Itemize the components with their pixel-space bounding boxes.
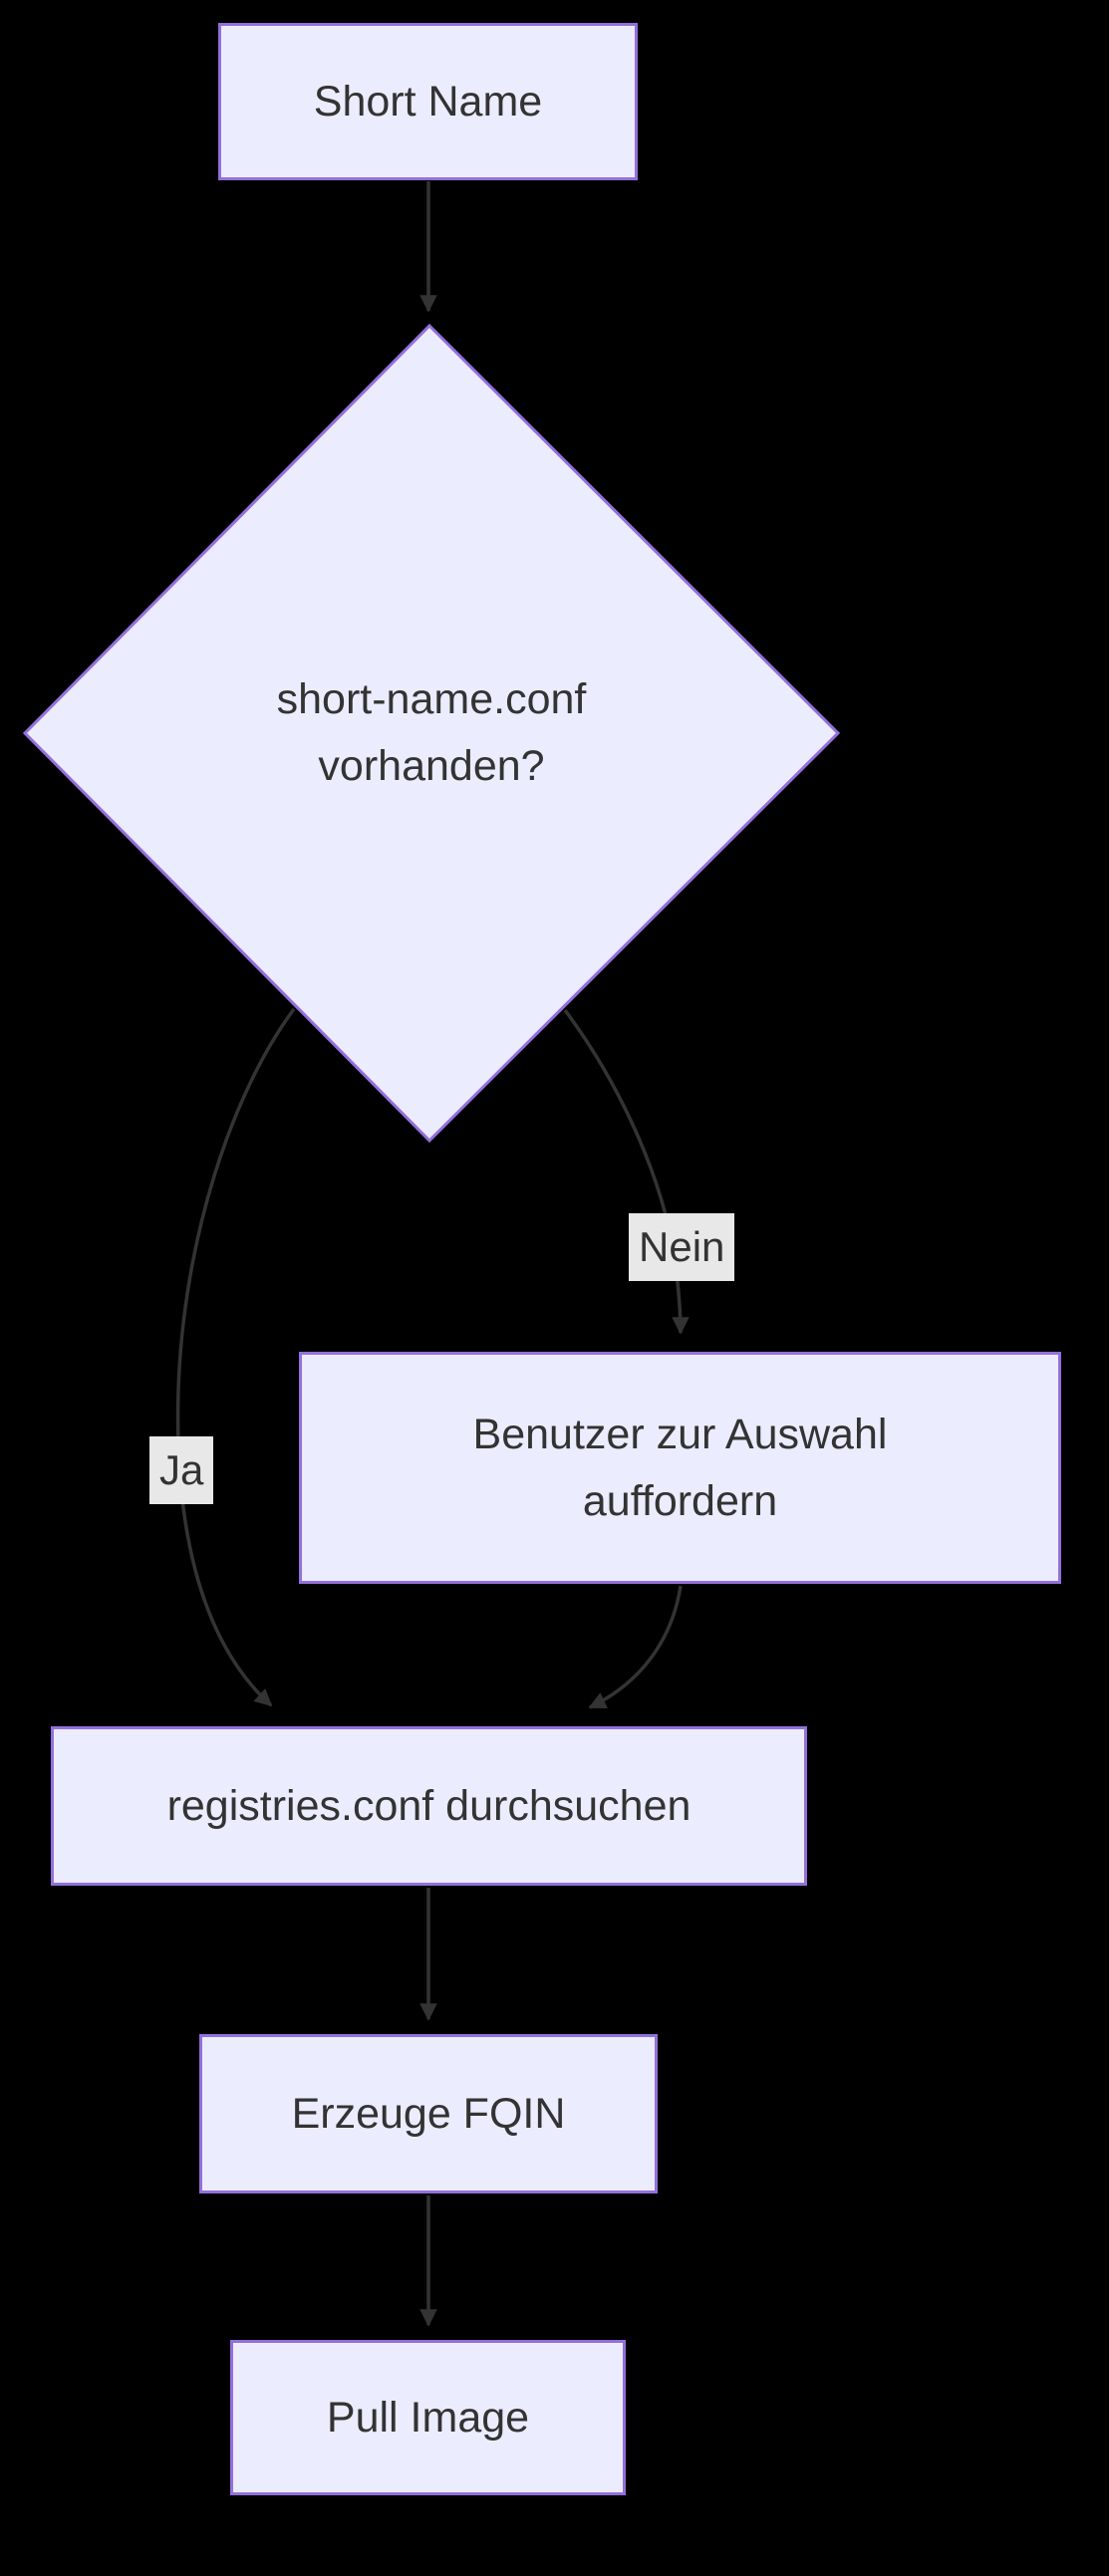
decision-diamond-shape bbox=[22, 323, 841, 1144]
node-decision-line1: short-name.conf bbox=[276, 675, 587, 724]
node-search-registries-label: registries.conf durchsuchen bbox=[166, 1781, 692, 1830]
node-pull-image: Pull Image bbox=[230, 2340, 626, 2495]
edge-decision-to-prompt bbox=[563, 1008, 690, 1335]
edge-prompt-to-registries bbox=[588, 1585, 683, 1709]
node-search-registries: registries.conf durchsuchen bbox=[51, 1726, 807, 1886]
edge-label-ja: Ja bbox=[149, 1436, 214, 1504]
edge-decision-to-registries bbox=[175, 1007, 296, 1707]
node-pull-image-label: Pull Image bbox=[326, 2393, 530, 2442]
node-short-name-label: Short Name bbox=[313, 77, 543, 126]
node-build-fqin: Erzeuge FQIN bbox=[199, 2034, 658, 2193]
node-prompt-user-line1: Benutzer zur Auswahl bbox=[472, 1410, 888, 1458]
node-build-fqin-label: Erzeuge FQIN bbox=[291, 2089, 566, 2138]
node-prompt-user-line2: auffordern bbox=[582, 1476, 778, 1525]
edge-label-nein: Nein bbox=[629, 1213, 735, 1281]
node-short-name: Short Name bbox=[218, 23, 638, 180]
node-decision-line2: vorhanden? bbox=[318, 742, 545, 790]
node-prompt-user: Benutzer zur Auswahl auffordern bbox=[299, 1352, 1061, 1584]
node-decision-label: short-name.conf vorhanden? bbox=[157, 638, 705, 829]
